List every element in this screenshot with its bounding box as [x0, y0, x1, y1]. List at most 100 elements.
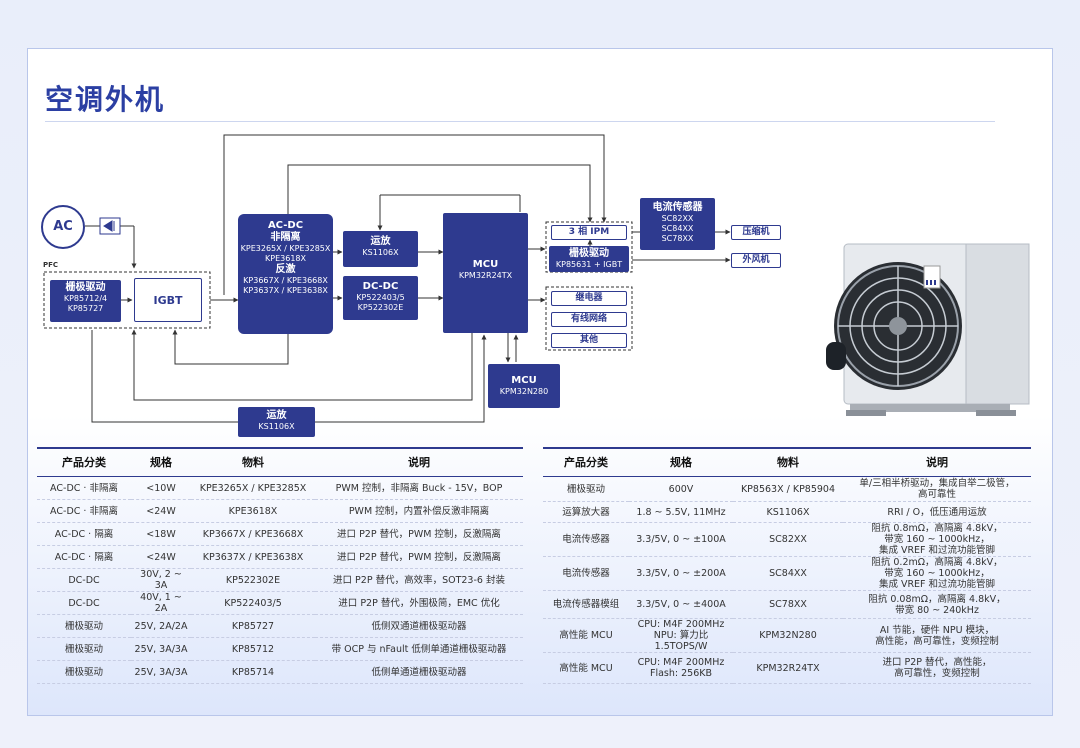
table-cell: 600V [629, 476, 733, 502]
table-cell: AC-DC · 非隔离 [37, 499, 131, 523]
table-cell: AC-DC · 隔离 [37, 545, 131, 569]
igbt-block: IGBT [134, 278, 202, 322]
fan-box: 外风机 [731, 253, 781, 268]
mcu-sub-block: MCU KPM32N280 [488, 364, 560, 408]
table-cell: KS1106X [733, 501, 843, 523]
table-cell: 阻抗 0.08mΩ，高隔离 4.8kV， 带宽 80 ~ 240kHz [843, 590, 1031, 619]
table-cell: PWM 控制，内置补偿反激非隔离 [315, 499, 523, 523]
rectifier-icon [99, 217, 121, 235]
mcu-main-title: MCU [472, 259, 499, 270]
table-cell: KP8563X / KP85904 [733, 476, 843, 502]
table-cell: AC-DC · 隔离 [37, 522, 131, 546]
gate-driver-left-parts: KP85712/4 KP85727 [63, 294, 108, 313]
table-cell: 高性能 MCU [543, 652, 629, 684]
acdc-block: AC-DC 非隔离 KPE3265X / KPE3285X KPE3618X 反… [238, 214, 333, 334]
table-cell: KP85712 [191, 637, 315, 661]
acdc-parts-1: KPE3265X / KPE3285X [240, 244, 331, 253]
title-divider [45, 121, 995, 122]
table-cell: 阻抗 0.2mΩ，高隔离 4.8kV， 带宽 160 ~ 1000kHz， 集成… [843, 556, 1031, 591]
opamp-top-block: 运放 KS1106X [343, 231, 418, 267]
table-cell: 3.3/5V, 0 ~ ±100A [629, 522, 733, 557]
table-cell: 单/三相半桥驱动，集成自举二极管， 高可靠性 [843, 476, 1031, 502]
table-cell: 进口 P2P 替代，高性能， 高可靠性，变频控制 [843, 652, 1031, 684]
table-header: 规格 [131, 448, 191, 477]
table-cell: 25V, 3A/3A [131, 637, 191, 661]
opamp-top-part: KS1106X [362, 248, 399, 257]
table-cell: 运算放大器 [543, 501, 629, 523]
relay-box: 继电器 [551, 291, 627, 306]
mcu-sub-part: KPM32N280 [499, 387, 549, 396]
current-sensor-block: 电流传感器 SC82XX SC84XX SC78XX [640, 198, 715, 250]
table-header: 物料 [733, 448, 843, 477]
table-cell: KPM32N280 [733, 618, 843, 653]
wired-network-box: 有线网络 [551, 312, 627, 327]
table-cell: KP3637X / KPE3638X [191, 545, 315, 569]
table-cell: AI 节能，硬件 NPU 模块， 高性能，高可靠性，变频控制 [843, 618, 1031, 653]
table-cell: SC78XX [733, 590, 843, 619]
table-cell: <10W [131, 476, 191, 500]
dcdc-part-2: KP522302E [357, 303, 404, 312]
table-header: 物料 [191, 448, 315, 477]
page-title: 空调外机 [45, 83, 166, 116]
table-cell: 进口 P2P 替代，外围极简，EMC 优化 [315, 591, 523, 615]
opamp-bottom-title: 运放 [266, 410, 287, 421]
table-cell: SC84XX [733, 556, 843, 591]
table-cell: CPU: M4F 200MHz Flash: 256KB [629, 652, 733, 684]
table-cell: <24W [131, 545, 191, 569]
acdc-non-isolated-label: 非隔离 [270, 232, 301, 243]
table-cell: 40V, 1 ~ 2A [131, 591, 191, 615]
table-header: 说明 [843, 448, 1031, 477]
gate-driver-left-title: 栅极驱动 [65, 282, 106, 293]
table-cell: 低侧单通道栅极驱动器 [315, 660, 523, 684]
gate-driver-right-title: 栅极驱动 [569, 248, 609, 259]
table-cell: 电流传感器 [543, 522, 629, 557]
table-cell: 低侧双通道栅极驱动器 [315, 614, 523, 638]
table-cell: PWM 控制，非隔离 Buck - 15V，BOP [315, 476, 523, 500]
table-cell: 3.3/5V, 0 ~ ±400A [629, 590, 733, 619]
table-cell: KPE3618X [191, 499, 315, 523]
mcu-main-block: MCU KPM32R24TX [443, 213, 528, 333]
ipm-box: 3 相 IPM [551, 225, 627, 240]
dcdc-block: DC-DC KP522403/5 KP522302E [343, 276, 418, 320]
mcu-main-part: KPM32R24TX [458, 271, 513, 280]
table-cell: KPM32R24TX [733, 652, 843, 684]
compressor-box: 压缩机 [731, 225, 781, 240]
acdc-parts-1b: KPE3618X [265, 254, 306, 263]
table-cell: 带 OCP 与 nFault 低侧单通道栅极驱动器 [315, 637, 523, 661]
table-cell: RRI / O，低压通用运放 [843, 501, 1031, 523]
acdc-title: AC-DC [267, 220, 304, 231]
table-cell: 30V, 2 ~ 3A [131, 568, 191, 592]
table-cell: 进口 P2P 替代，高效率，SOT23-6 封装 [315, 568, 523, 592]
table-cell: KP85714 [191, 660, 315, 684]
table-cell: 3.3/5V, 0 ~ ±200A [629, 556, 733, 591]
table-header: 规格 [629, 448, 733, 477]
table-cell: 栅极驱动 [37, 614, 131, 638]
current-sensor-part: SC78XX [661, 234, 694, 243]
gate-driver-right-block: 栅极驱动 KP85631 + IGBT [549, 246, 629, 272]
table-header: 产品分类 [37, 448, 131, 477]
table-cell: DC-DC [37, 568, 131, 592]
ac-source: AC [41, 205, 85, 249]
mcu-sub-title: MCU [511, 375, 537, 386]
current-sensor-part: SC84XX [661, 224, 694, 233]
dcdc-title: DC-DC [362, 281, 399, 292]
table-cell: KP3667X / KPE3668X [191, 522, 315, 546]
acdc-parts-2: KP3667X / KPE3668X [243, 276, 328, 285]
table-cell: KP522302E [191, 568, 315, 592]
acdc-flyback-label: 反激 [275, 264, 296, 275]
table-header: 说明 [315, 448, 523, 477]
table-cell: <24W [131, 499, 191, 523]
